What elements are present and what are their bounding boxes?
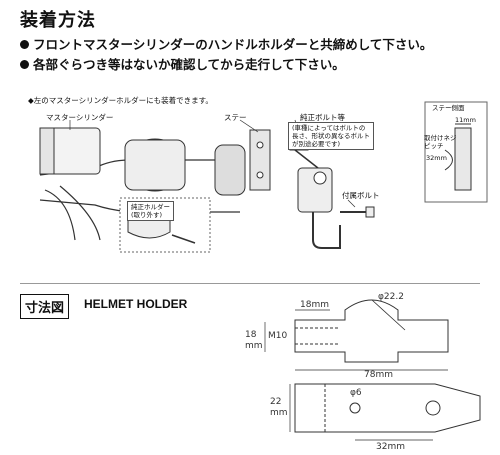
- dim-pitch: 32mm: [376, 442, 405, 452]
- stay-pitch-label: 取付けネジ ピッチ: [424, 134, 457, 150]
- instruction-1: フロントマスターシリンダーのハンドルホルダーと共締めして下さい。: [20, 34, 432, 53]
- stay-pitch-line: ピッチ: [424, 142, 444, 150]
- section-divider: [20, 283, 480, 284]
- stay-side-width: 11mm: [455, 116, 476, 124]
- page-title: 装着方法: [20, 10, 96, 31]
- dim-hole: φ6: [350, 388, 362, 398]
- bullet-icon: [20, 60, 29, 69]
- oem-bolt-note-line: が別途必要です): [292, 140, 341, 148]
- dim-height: 22: [270, 397, 282, 407]
- stay-pitch-value: 32mm: [426, 154, 447, 162]
- oem-holder-line: (取り外す): [131, 211, 163, 219]
- label-master-cylinder: マスターシリンダー: [46, 113, 114, 122]
- label-oem-bolt: 純正ボルト等: [300, 113, 345, 122]
- instruction-2-text: 各部ぐらつき等はないか確認してから走行して下さい。: [33, 57, 345, 72]
- stay-side-title: ステー側面: [432, 104, 465, 112]
- dim-18mm-top: 18mm: [300, 300, 329, 310]
- instruction-2: 各部ぐらつき等はないか確認してから走行して下さい。: [20, 54, 345, 73]
- dim-thread: M10: [268, 331, 288, 341]
- dim-height-unit: mm: [270, 408, 288, 418]
- dim-length: 78mm: [364, 370, 393, 380]
- label-stay: ステー: [224, 113, 247, 122]
- install-note: ◆左のマスターシリンダーホルダーにも装着できます。: [28, 96, 213, 105]
- stay-pitch-line: 取付けネジ: [424, 134, 457, 142]
- dim-mm-side: mm: [245, 341, 263, 351]
- bullet-icon: [20, 40, 29, 49]
- oem-holder-line: 純正ホルダー: [131, 203, 170, 211]
- dim-phi22: φ22.2: [378, 292, 404, 302]
- oem-holder-label: 純正ホルダー (取り外す): [127, 201, 174, 221]
- instruction-1-text: フロントマスターシリンダーのハンドルホルダーと共締めして下さい。: [33, 37, 433, 52]
- dimension-label: 寸法図: [20, 294, 70, 319]
- oem-bolt-note: (車種によってはボルトの 長さ、形状の異なるボルト が別途必要です): [288, 122, 374, 150]
- oem-bolt-note-line: 長さ、形状の異なるボルト: [292, 132, 370, 140]
- oem-bolt-note-line: (車種によってはボルトの: [292, 124, 366, 132]
- dim-18-side: 18: [245, 330, 257, 340]
- product-name: HELMET HOLDER: [84, 297, 188, 311]
- label-included-bolt: 付属ボルト: [342, 191, 380, 200]
